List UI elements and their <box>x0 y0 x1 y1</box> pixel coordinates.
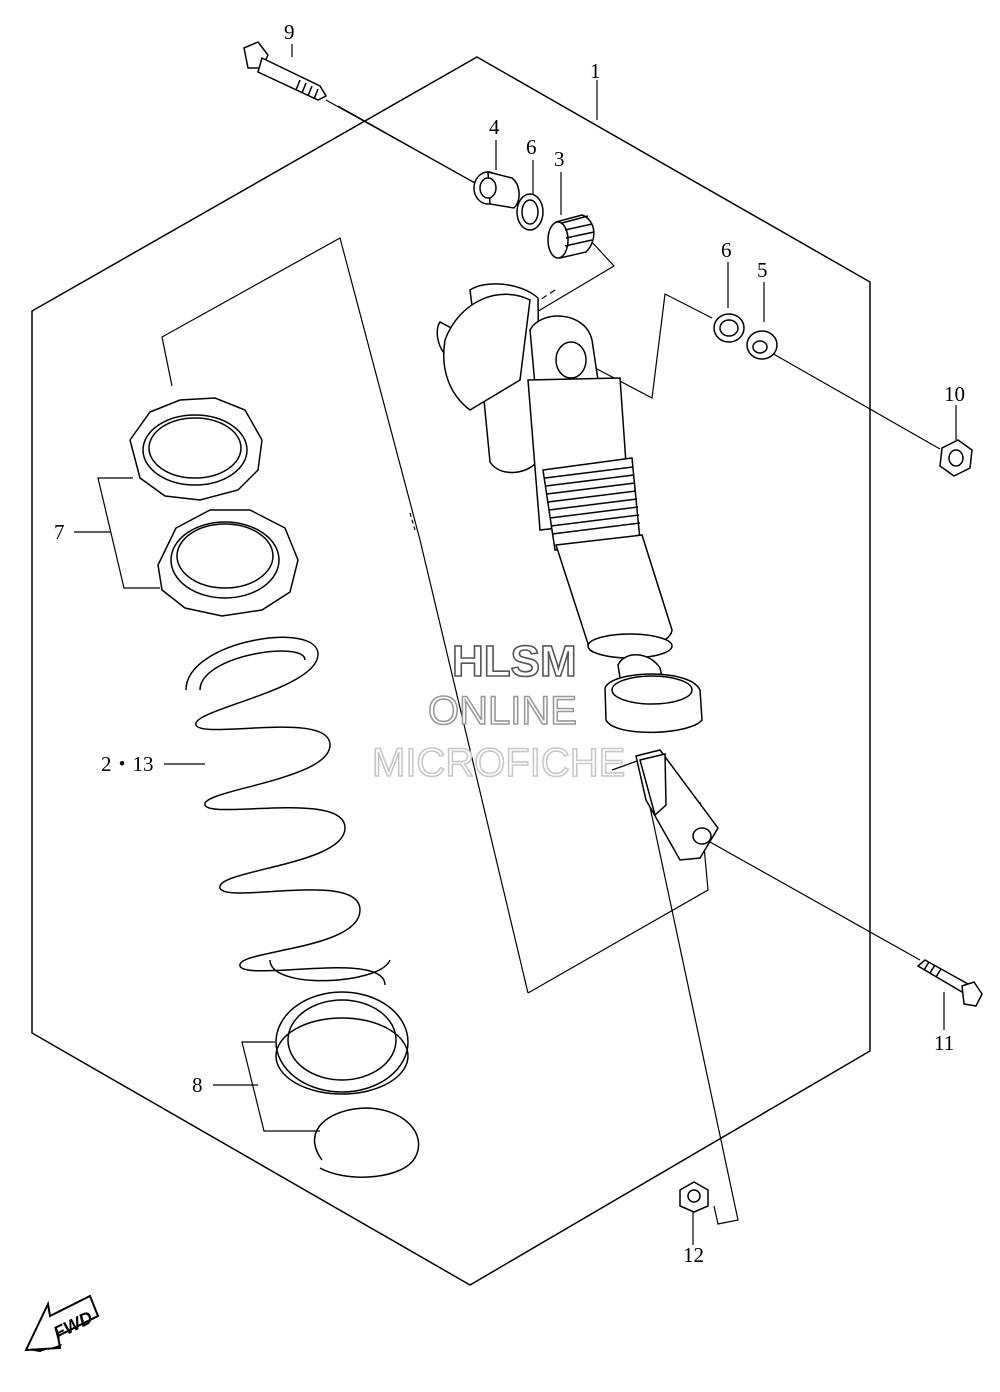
coil-spring-2-icon <box>185 636 391 986</box>
label-part-1: 1 <box>590 59 601 83</box>
circlip-8-icon <box>313 1107 420 1178</box>
bearing-3-icon <box>547 214 595 259</box>
watermark-line-1: HLSM <box>452 637 577 686</box>
assembly-outline <box>31 56 871 1286</box>
watermark: HLSM ONLINE MICROFICHE <box>371 636 626 786</box>
label-part-10: 10 <box>944 382 965 406</box>
part-labels: 1 9 4 6 3 6 5 10 7 2・13 8 11 12 <box>54 20 965 1267</box>
watermark-line-2: ONLINE <box>428 689 577 733</box>
label-part-6-upper: 6 <box>526 135 537 159</box>
seal-6-upper-icon <box>516 193 544 231</box>
shock-absorber <box>436 283 719 861</box>
label-part-9: 9 <box>284 20 295 44</box>
spring-seat-8-icon <box>275 991 409 1095</box>
adjuster-nut-7-upper-icon <box>129 397 263 501</box>
bushing-4-icon <box>473 171 520 209</box>
adjuster-nut-7-lower-icon <box>157 509 299 617</box>
nut-10-icon <box>939 439 973 477</box>
label-part-7: 7 <box>54 520 65 544</box>
label-part-12: 12 <box>683 1243 704 1267</box>
label-part-5: 5 <box>757 258 768 282</box>
label-part-6-right: 6 <box>721 238 732 262</box>
label-part-8: 8 <box>192 1073 203 1097</box>
seal-6-right-icon <box>713 313 745 343</box>
label-part-2-13: 2・13 <box>101 752 154 776</box>
label-part-11: 11 <box>934 1031 954 1055</box>
label-part-4: 4 <box>489 115 500 139</box>
nut-12-icon <box>679 1181 709 1213</box>
collar-5-icon <box>746 330 778 360</box>
forward-arrow-icon: FWD <box>24 1294 100 1352</box>
bolt-9-icon <box>243 41 328 101</box>
label-part-3: 3 <box>554 147 565 171</box>
watermark-line-3: MICROFICHE <box>372 741 625 785</box>
bolt-11-icon <box>916 959 983 1007</box>
